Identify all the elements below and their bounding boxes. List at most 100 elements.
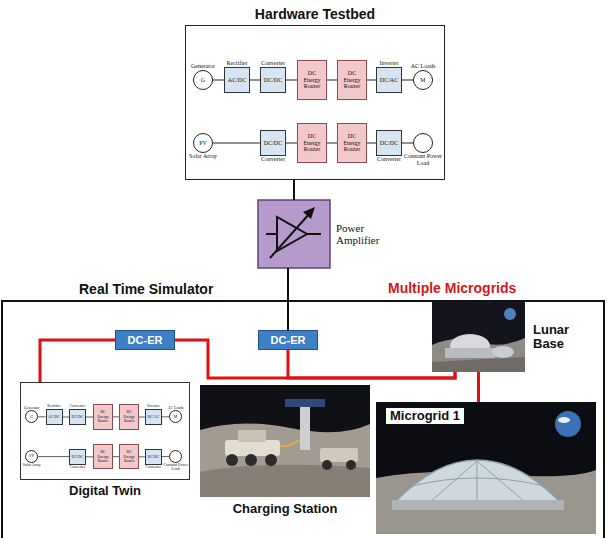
rover-wheel bbox=[226, 454, 238, 466]
variable-arrowhead bbox=[303, 207, 315, 219]
node-label: DC Energy Router bbox=[95, 410, 111, 423]
node-heading: Converter bbox=[261, 60, 285, 67]
node-heading: Inverter bbox=[147, 404, 159, 408]
node-label: DC/DC bbox=[72, 455, 84, 459]
energy-router-box: DC Energy Router bbox=[93, 444, 113, 469]
schematic-wire bbox=[367, 143, 376, 144]
node-label: DC Energy Router bbox=[339, 133, 365, 153]
schematic-wire bbox=[286, 80, 297, 81]
node-heading: Power Amplifier bbox=[336, 222, 392, 246]
solar-panel bbox=[285, 399, 325, 407]
amplifier-input bbox=[266, 233, 277, 235]
energy-router-block: DC-ER bbox=[258, 330, 318, 350]
vehicle-wheel bbox=[322, 460, 332, 470]
converter-box: DC/DCConverter bbox=[376, 130, 402, 156]
energy-router-box: DC Energy Router bbox=[297, 60, 327, 100]
lunar-foreground bbox=[432, 357, 525, 372]
schematic-wire bbox=[162, 416, 169, 417]
base-module bbox=[445, 348, 495, 358]
power-bus-line bbox=[477, 372, 480, 402]
schematic-wire bbox=[86, 417, 93, 418]
node-label: DC Energy Router bbox=[121, 410, 137, 423]
node-heading: Converter bbox=[261, 156, 285, 163]
charging-station-image: Charging Station bbox=[200, 385, 370, 497]
node-label: DC/DC bbox=[264, 77, 282, 84]
node-heading: Converter bbox=[70, 404, 86, 408]
simulator-region: Real Time SimulatorDC-ERDC-ERLunar BaseD… bbox=[1, 300, 605, 538]
energy-router-block: DC-ER bbox=[115, 330, 175, 350]
energy-router-box: DC Energy Router bbox=[337, 123, 367, 163]
node-label: M bbox=[174, 415, 177, 419]
node-label: DC/DC bbox=[380, 140, 398, 147]
lunar-base-image: Lunar Base bbox=[432, 302, 525, 372]
node-label: PV bbox=[199, 140, 207, 147]
power-bus-line bbox=[288, 350, 455, 378]
converter-box: ConverterDC/DC bbox=[260, 67, 286, 93]
node-heading: Constant Power Load bbox=[163, 463, 189, 472]
vehicle-wheel bbox=[346, 460, 356, 470]
node-heading: Real Time Simulator bbox=[79, 282, 213, 297]
energy-router-box: DC Energy Router bbox=[93, 404, 113, 429]
converter-box: ConverterDC/DC bbox=[69, 409, 86, 425]
node-label: DC Energy Router bbox=[121, 450, 137, 463]
node-label: G bbox=[201, 77, 205, 84]
node-heading: Converter bbox=[70, 465, 86, 469]
node-heading: Constant Power Load bbox=[403, 153, 443, 166]
charging-tower bbox=[300, 405, 310, 450]
node-heading: Converter bbox=[377, 156, 401, 163]
dome-ribs bbox=[412, 461, 544, 502]
node-heading: Generator bbox=[24, 406, 40, 410]
node-label: DC Energy Router bbox=[95, 450, 111, 463]
schematic-wire bbox=[63, 417, 70, 418]
node-label: M bbox=[420, 77, 425, 84]
node-label: DC/DC bbox=[147, 455, 159, 459]
node-heading: Rectifier bbox=[47, 404, 61, 408]
energy-router-box: DC Energy Router bbox=[119, 404, 139, 429]
schematic-wire bbox=[286, 143, 297, 144]
signal-line bbox=[287, 268, 289, 330]
node-label: DC/DC bbox=[72, 415, 84, 419]
node-heading: Converter bbox=[146, 465, 162, 469]
habitat-dome bbox=[395, 460, 560, 502]
node-label: DC Energy Router bbox=[339, 70, 365, 90]
node-heading: AC Loads bbox=[411, 63, 436, 70]
node-label: AC/DC bbox=[48, 415, 60, 419]
energy-router-box: DC Energy Router bbox=[297, 123, 327, 163]
converter-box: DC/DCConverter bbox=[69, 449, 86, 465]
schematic-wire bbox=[162, 456, 169, 457]
solar-array-symbol: PVSolar Array bbox=[25, 450, 38, 463]
microgrid-image: Microgrid 1 bbox=[376, 402, 596, 534]
node-heading: Solar Array bbox=[189, 153, 217, 160]
node-heading: Inverter bbox=[380, 60, 399, 67]
node-heading: Charging Station bbox=[233, 502, 338, 516]
station-sky bbox=[200, 385, 370, 497]
energy-router-box: DC Energy Router bbox=[337, 60, 367, 100]
node-label: DC/AC bbox=[147, 415, 159, 419]
base-dome bbox=[492, 346, 514, 358]
generator-symbol: GeneratorG bbox=[25, 410, 38, 423]
earth bbox=[555, 411, 581, 437]
lunar-sky bbox=[432, 302, 525, 372]
vehicle-body bbox=[320, 448, 358, 462]
node-label: AC/DC bbox=[228, 77, 246, 84]
rectifier-box: RectifierAC/DC bbox=[224, 67, 250, 93]
node-heading: Lunar Base bbox=[533, 323, 589, 352]
node-heading: Hardware Testbed bbox=[255, 7, 375, 22]
schematic-wire bbox=[402, 80, 413, 81]
rover-body bbox=[225, 440, 280, 456]
node-label: DC-ER bbox=[128, 334, 163, 346]
power-load-symbol: Constant Power Load bbox=[413, 133, 433, 153]
generator-symbol: GeneratorG bbox=[193, 70, 213, 90]
motor-load-symbol: AC LoadsM bbox=[169, 410, 182, 423]
rover-wheel bbox=[245, 454, 257, 466]
earth-cloud bbox=[558, 417, 570, 423]
schematic-wire bbox=[213, 80, 224, 81]
inverter-box: InverterDC/AC bbox=[145, 409, 162, 425]
station-ground bbox=[200, 423, 370, 497]
node-label: G bbox=[30, 415, 33, 419]
rover-cab bbox=[238, 430, 266, 442]
schematic-wire bbox=[38, 456, 69, 457]
node-label: DC-ER bbox=[271, 334, 306, 346]
station-foreground bbox=[200, 465, 370, 497]
schematic-wire bbox=[402, 143, 413, 144]
